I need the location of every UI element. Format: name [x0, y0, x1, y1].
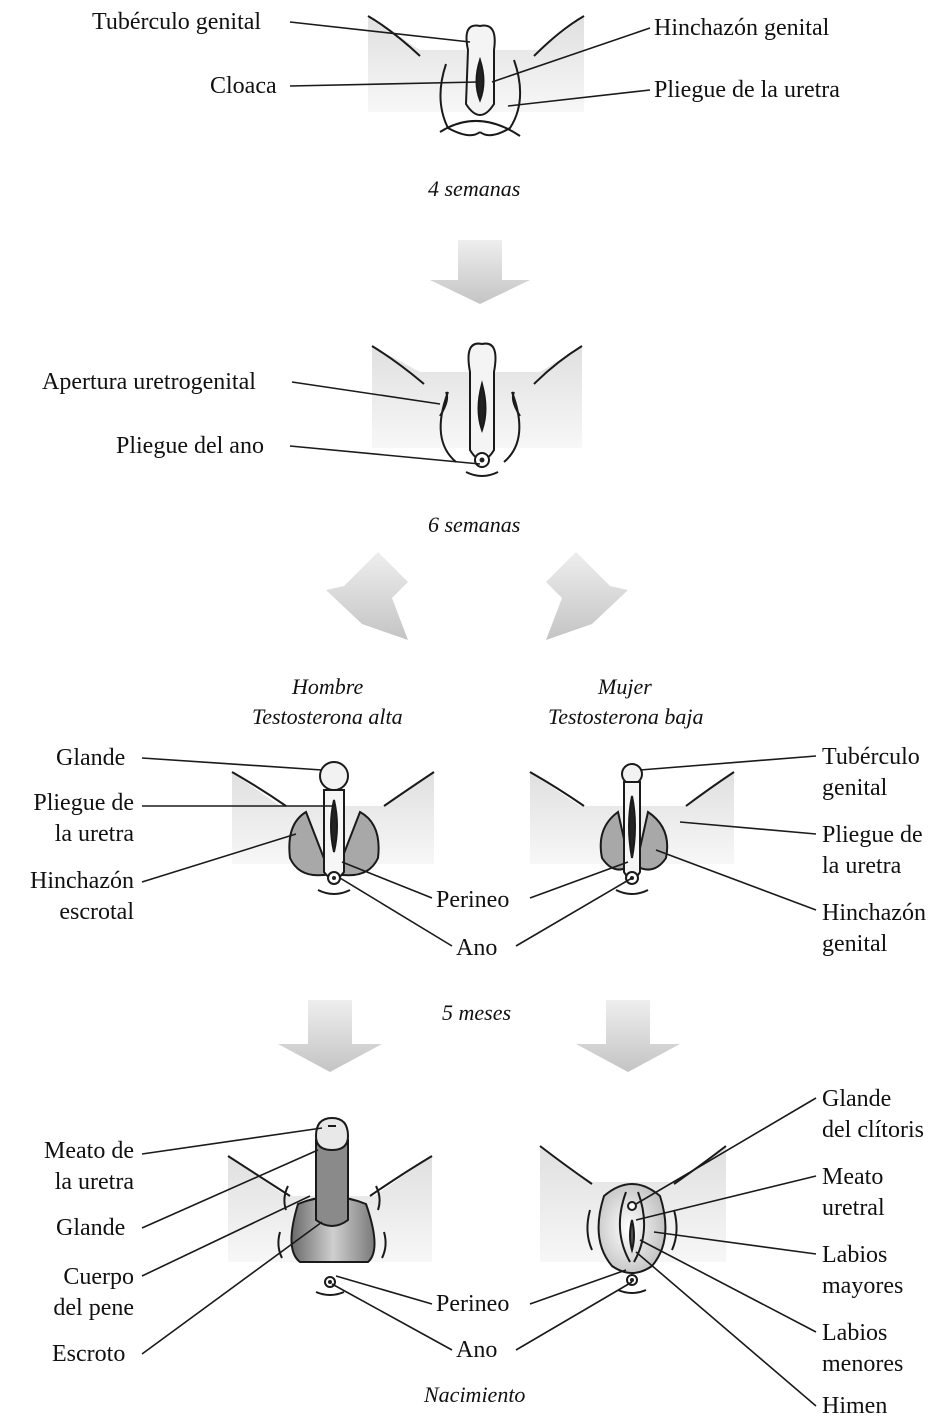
label-glans-birth: Glande	[56, 1216, 125, 1240]
label-scrotum: Escroto	[52, 1342, 125, 1366]
label-urethral-meatus-female: Meato uretral	[822, 1162, 885, 1224]
label-penis-body: Cuerpo del pene	[14, 1262, 134, 1324]
label-genital-tubercle: Tubérculo genital	[92, 10, 261, 34]
label-genital-swelling: Hinchazón genital	[654, 16, 829, 40]
label-clitoral-glans: Glande del clítoris	[822, 1084, 924, 1146]
label-urethral-fold-female: Pliegue de la uretra	[822, 820, 923, 882]
label-anus-birth: Ano	[456, 1338, 497, 1362]
embryo-5-months-male	[232, 762, 434, 894]
label-perineum-5m: Perineo	[436, 888, 509, 912]
embryo-5-months-female	[530, 764, 734, 894]
label-hymen: Himen	[822, 1394, 887, 1418]
female-heading: Mujer	[598, 676, 652, 698]
arrow-down-female	[576, 1000, 680, 1072]
female-subheading: Testosterona baja	[548, 706, 703, 728]
label-glans-5m: Glande	[56, 746, 125, 770]
label-scrotal-swelling: Hinchazón escrotal	[10, 866, 134, 928]
label-cloaca: Cloaca	[210, 74, 277, 98]
stage-label-birth: Nacimiento	[424, 1384, 525, 1406]
stage-label-4-weeks: 4 semanas	[428, 178, 520, 200]
arrow-down-1	[430, 240, 530, 304]
label-anus-5m: Ano	[456, 936, 497, 960]
label-genital-tubercle-female: Tubérculo genital	[822, 742, 920, 804]
male-heading: Hombre	[292, 676, 363, 698]
label-urogenital-opening: Apertura uretrogenital	[42, 370, 256, 394]
male-subheading: Testosterona alta	[252, 706, 403, 728]
arrow-down-male	[278, 1000, 382, 1072]
arrow-diag-left	[326, 552, 408, 640]
stage-label-6-weeks: 6 semanas	[428, 514, 520, 536]
label-perineum-birth: Perineo	[436, 1292, 509, 1316]
label-genital-swelling-female: Hinchazón genital	[822, 898, 926, 960]
label-urethral-fold-male: Pliegue de la uretra	[14, 788, 134, 850]
arrow-diag-right	[546, 552, 628, 640]
label-labia-minora: Labios menores	[822, 1318, 903, 1380]
stage-label-5-months: 5 meses	[442, 1002, 511, 1024]
label-urethral-meatus-male: Meato de la uretra	[14, 1136, 134, 1198]
label-labia-majora: Labios mayores	[822, 1240, 903, 1302]
label-urethral-fold: Pliegue de la uretra	[654, 78, 840, 102]
label-anal-fold: Pliegue del ano	[116, 434, 264, 458]
